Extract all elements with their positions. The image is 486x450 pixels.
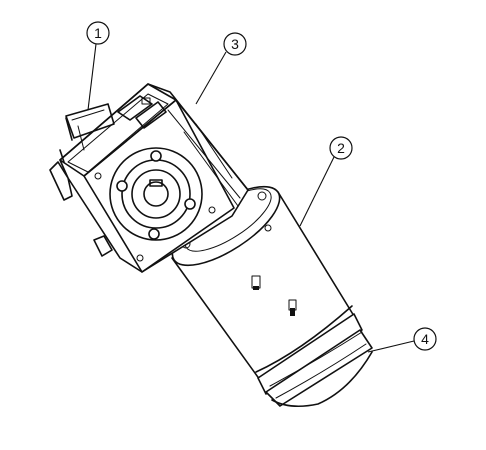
- motor-housing: [171, 185, 373, 408]
- callout-1: 1: [86, 21, 110, 111]
- callout-4: 4: [367, 327, 437, 353]
- callout-3-number: 3: [231, 36, 239, 52]
- callout-2: 2: [299, 136, 353, 227]
- callout-2-number: 2: [337, 140, 345, 156]
- gearbox-housing: [49, 83, 249, 273]
- callout-1-number: 1: [94, 25, 102, 41]
- callout-4-number: 4: [421, 331, 429, 347]
- callout-3: 3: [195, 32, 247, 105]
- mounting-bracket: [59, 117, 85, 163]
